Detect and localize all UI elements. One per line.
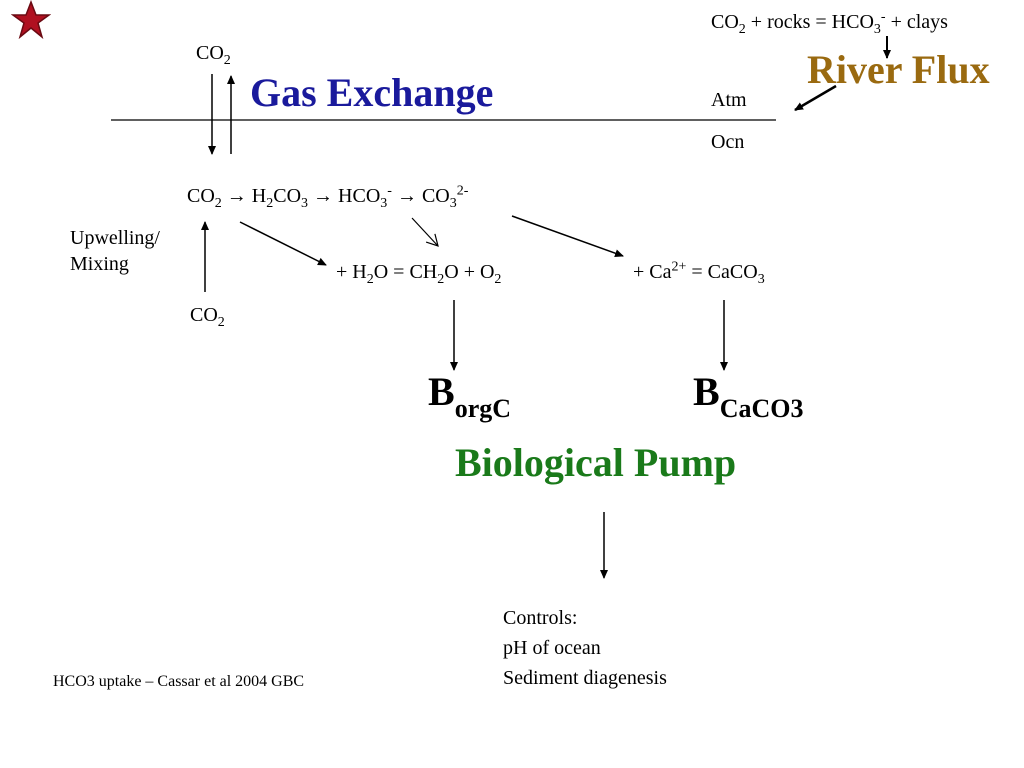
biological-pump-title: Biological Pump: [455, 440, 737, 485]
atm-label: Atm: [711, 89, 747, 111]
star-icon: [11, 0, 51, 40]
photosynthesis-reaction: + H2O = CH2O + O2: [336, 261, 502, 287]
co3-to-calcification-arrow: [511, 215, 624, 258]
weathering-equation: CO2 + rocks = HCO3- + clays: [711, 9, 948, 37]
controls-list: Controls: pH of ocean Sediment diagenesi…: [503, 603, 667, 693]
ocn-label: Ocn: [711, 131, 745, 153]
upwelling-label: Upwelling/ Mixing: [70, 227, 160, 275]
b-orgc-label: BorgC: [428, 369, 512, 423]
co2-to-photosynthesis-arrow: [239, 221, 327, 266]
carbonate-chain: CO2 → H2CO3 → HCO3- → CO32-: [187, 183, 469, 211]
controls-item: Sediment diagenesis: [503, 667, 667, 689]
gas-exchange-title: Gas Exchange: [250, 70, 494, 115]
b-caco3-label: BCaCO3: [693, 369, 804, 423]
river-flux-arrow: [794, 84, 837, 112]
controls-item: pH of ocean: [503, 637, 601, 659]
citation: HCO3 uptake – Cassar et al 2004 GBC: [53, 673, 305, 690]
controls-heading: Controls:: [503, 607, 578, 629]
co2-deep-label: CO2: [190, 304, 225, 330]
co2-atmosphere-label: CO2: [196, 42, 231, 68]
river-flux-title: River Flux: [807, 47, 990, 92]
hco3-to-photosynthesis-arrow: [411, 217, 439, 247]
calcification-reaction: + Ca2+ = CaCO3: [633, 259, 765, 287]
